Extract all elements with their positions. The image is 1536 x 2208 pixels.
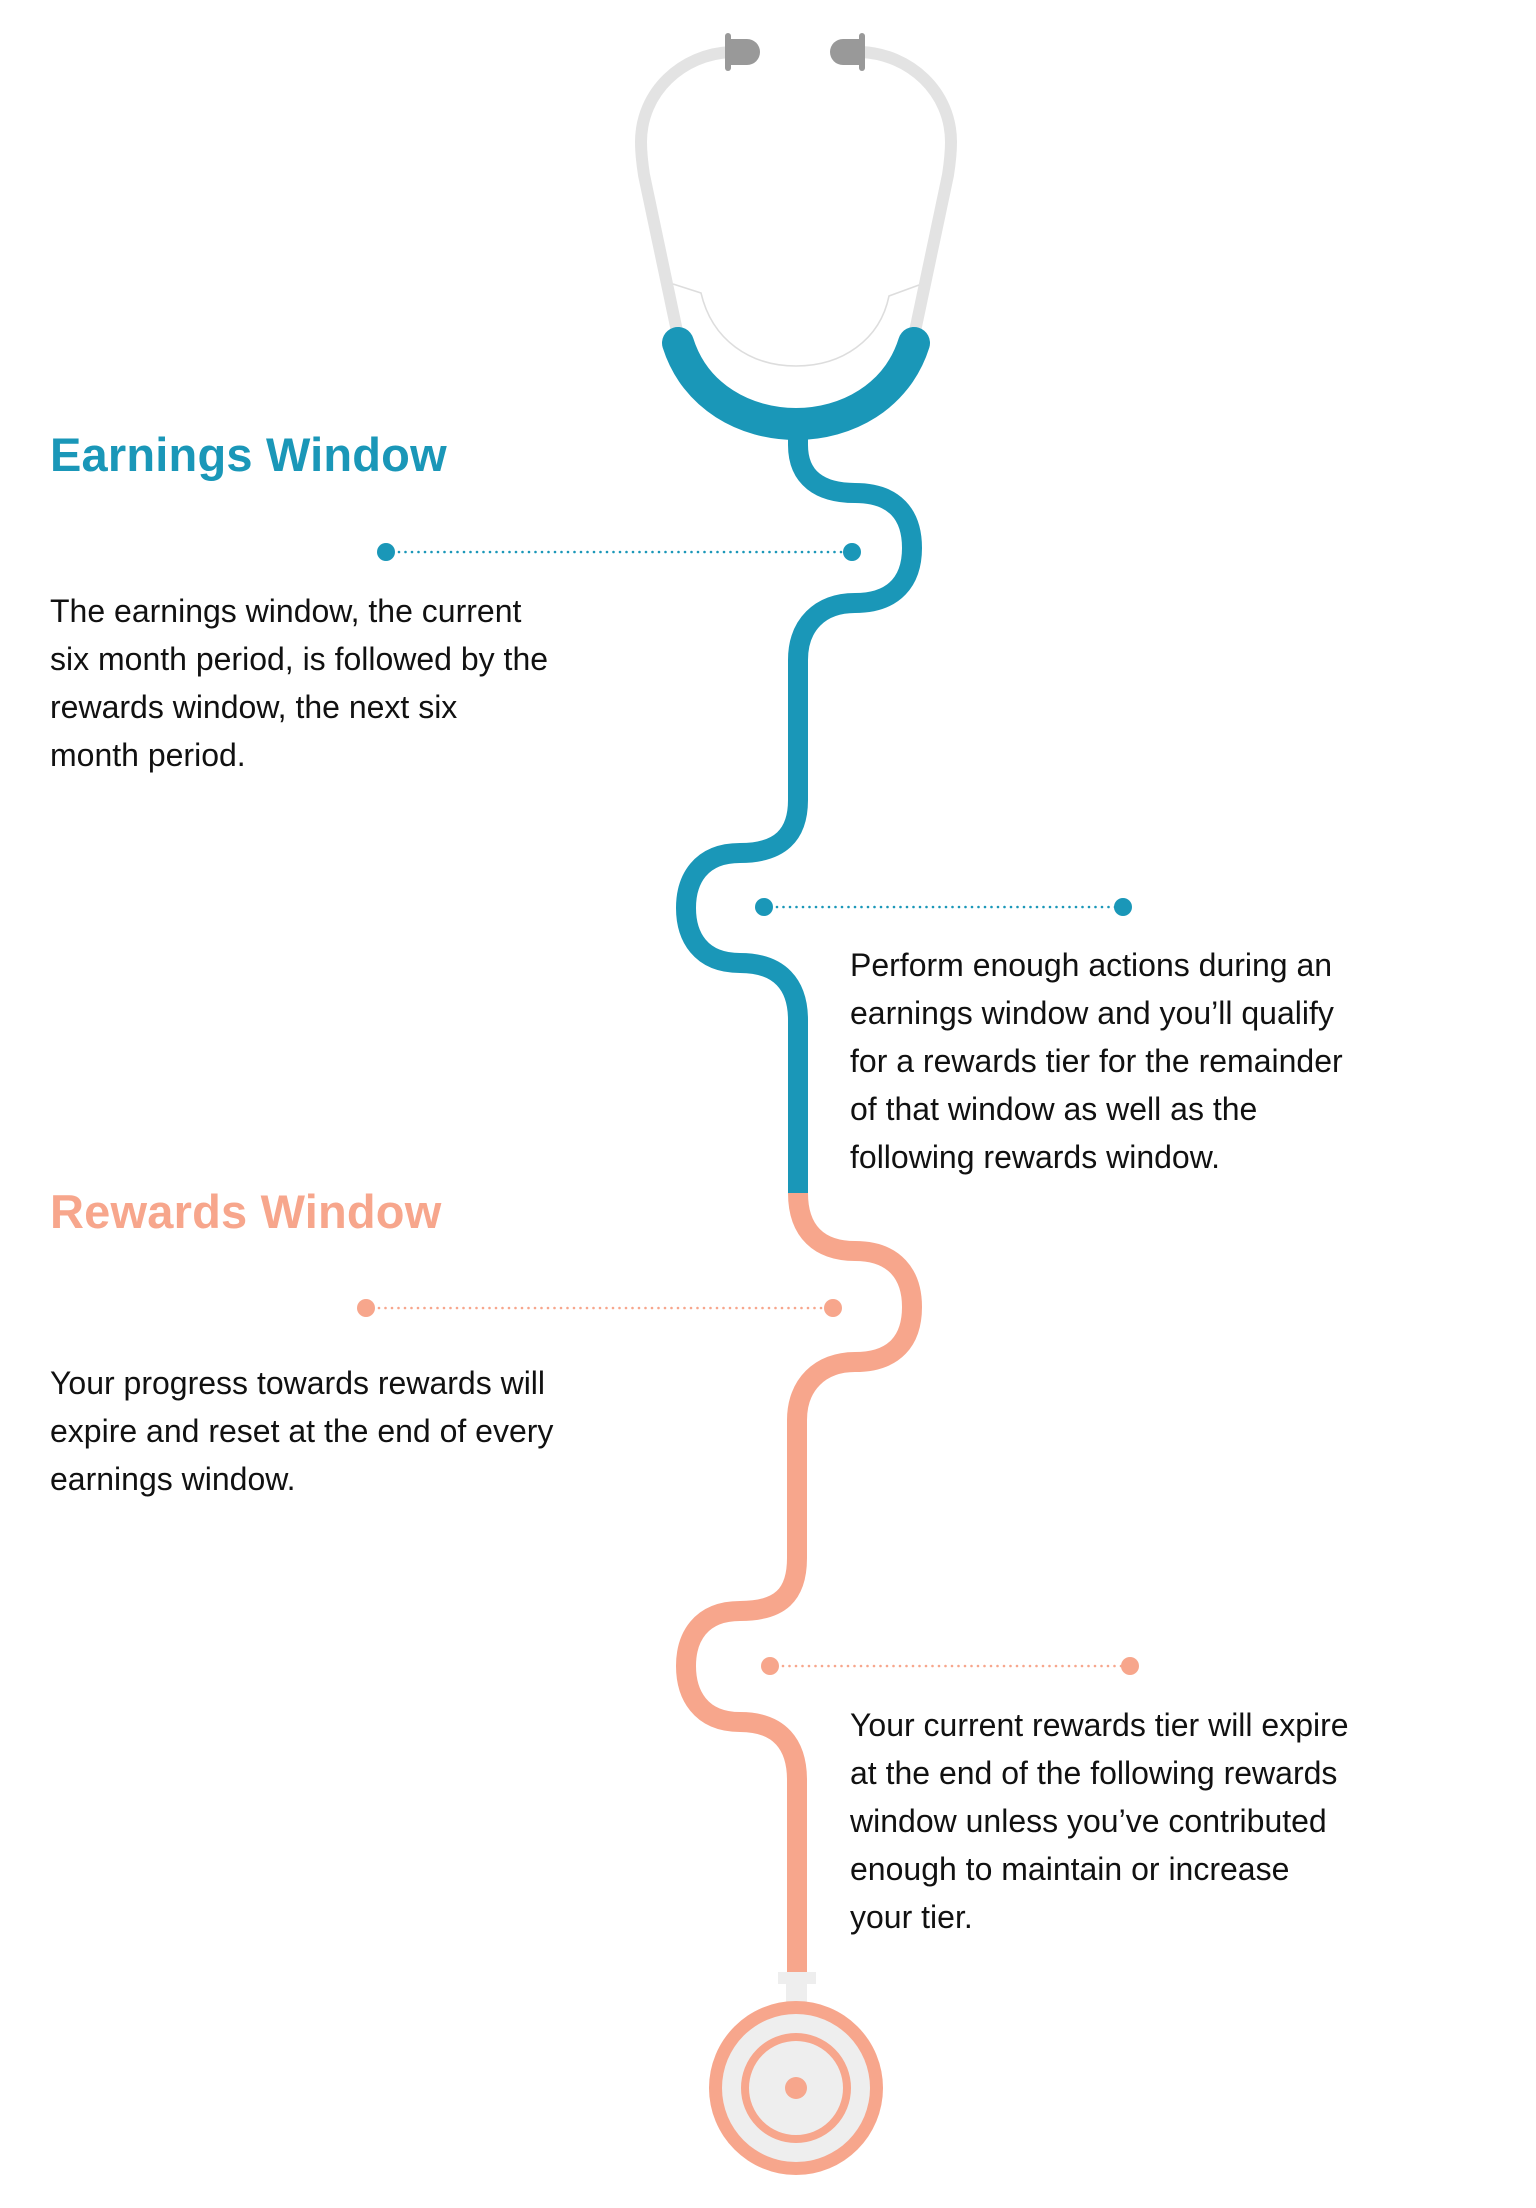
text-line: at the end of the following rewards (850, 1755, 1338, 1791)
rewards-callout-right: Your current rewards tier will expire at… (850, 1701, 1349, 1941)
rewards-window-title: Rewards Window (50, 1185, 442, 1238)
connector-dot (843, 543, 861, 561)
connector-dot (357, 1299, 375, 1317)
earnings-tube (675, 430, 923, 1194)
text-line: month period. (50, 737, 246, 773)
rewards-callout-left: Your progress towards rewards will expir… (50, 1359, 553, 1503)
left-ear-tube (634, 46, 737, 342)
text-line: enough to maintain or increase (850, 1851, 1290, 1887)
ear-tubes (634, 46, 958, 342)
connector-dot (761, 1657, 779, 1675)
connector-dot (377, 543, 395, 561)
stethoscope-chestpiece-icon (709, 1972, 883, 2175)
headpiece (662, 327, 930, 440)
text-line: window unless you’ve contributed (850, 1803, 1327, 1839)
stethoscope-earpiece-icon (830, 33, 865, 71)
yoke-outline (672, 283, 920, 367)
text-line: Perform enough actions during an (850, 947, 1333, 983)
text-line: Your current rewards tier will expire (850, 1707, 1349, 1743)
text-line: The earnings window, the current (50, 593, 522, 629)
connector-rewards-1 (357, 1299, 842, 1317)
text-line: earnings window and you’ll qualify (850, 995, 1334, 1031)
connector-earnings-2 (755, 898, 1132, 916)
earnings-window-title: Earnings Window (50, 428, 447, 481)
text-line: rewards window, the next six (50, 689, 458, 725)
connector-dot (1121, 1657, 1139, 1675)
text-line: six month period, is followed by the (50, 641, 549, 677)
text-line: earnings window. (50, 1461, 296, 1497)
text-line: expire and reset at the end of every (50, 1413, 554, 1449)
right-ear-tube (855, 46, 958, 342)
connector-earnings-1 (377, 543, 861, 561)
earnings-callout-left: The earnings window, the current six mon… (50, 587, 548, 779)
text-line: for a rewards tier for the remainder (850, 1043, 1343, 1079)
text-line: following rewards window. (850, 1139, 1220, 1175)
connector-dot (824, 1299, 842, 1317)
connector-dot (755, 898, 773, 916)
connector-dot (1114, 898, 1132, 916)
stethoscope-earpiece-icon (725, 33, 760, 71)
text-line: your tier. (850, 1899, 973, 1935)
rewards-tube (675, 1192, 923, 1976)
earnings-callout-right: Perform enough actions during an earning… (850, 941, 1343, 1181)
connector-rewards-2 (761, 1657, 1139, 1675)
text-line: Your progress towards rewards will (50, 1365, 546, 1401)
text-line: of that window as well as the (850, 1091, 1258, 1127)
